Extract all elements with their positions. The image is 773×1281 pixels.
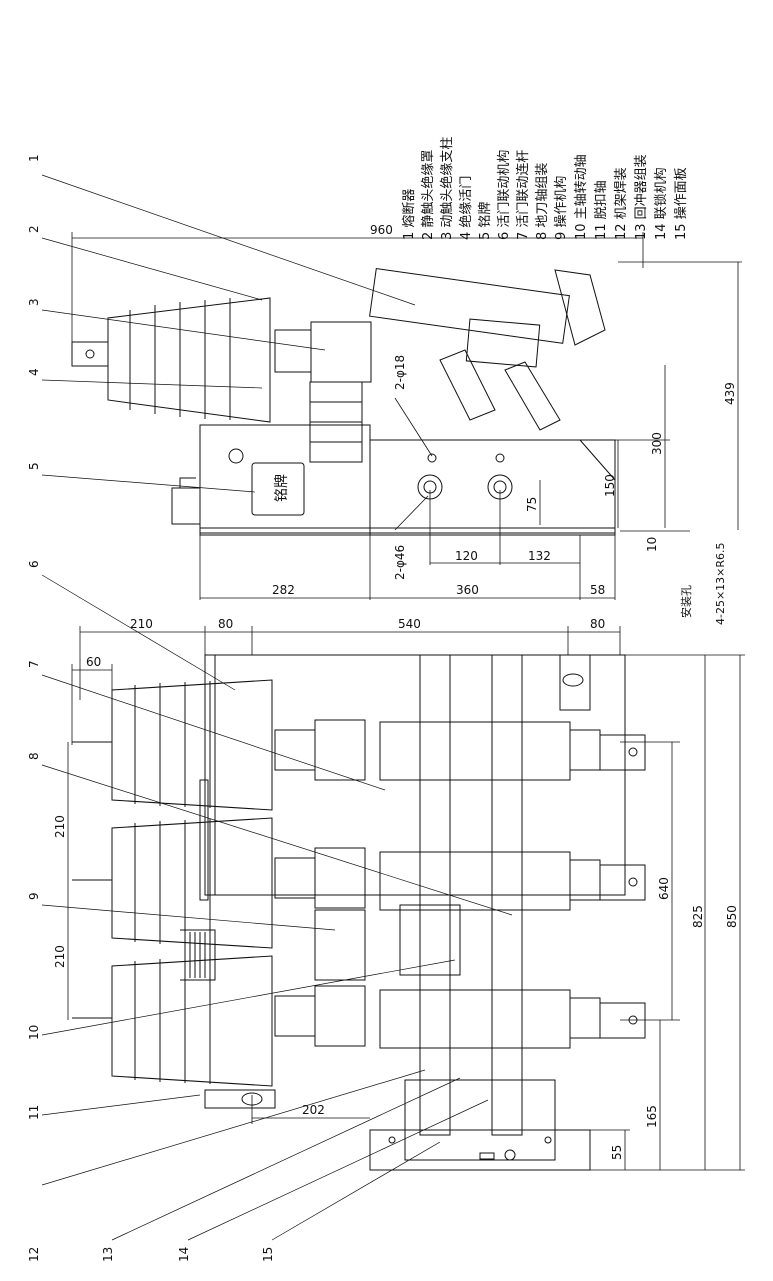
- dim-202: 202: [302, 1103, 325, 1117]
- front-fuse-1: [379, 721, 571, 781]
- dim-210-bot: 210: [53, 945, 67, 968]
- dim-10: 10: [645, 537, 659, 552]
- callout-12: 12: [27, 1247, 41, 1262]
- callout-1: 1: [27, 154, 41, 162]
- dim-132: 132: [528, 549, 551, 563]
- front-dimension-lines: [67, 626, 745, 1171]
- callout-14: 14: [177, 1247, 191, 1262]
- dim-300: 300: [650, 432, 664, 455]
- callout-13: 13: [101, 1247, 115, 1262]
- front-insulator-3: [111, 955, 273, 1087]
- dim-phi18: 2-φ18: [393, 355, 407, 390]
- nameplate-box: [251, 462, 305, 516]
- dim-80-right: 80: [590, 617, 605, 631]
- front-insulator-2: [111, 817, 273, 949]
- dim-540: 540: [398, 617, 421, 631]
- side-fuse-tube: [369, 268, 570, 344]
- dim-282: 282: [272, 583, 295, 597]
- front-fuse-3: [379, 989, 571, 1049]
- dim-210-top: 210: [130, 617, 153, 631]
- dim-150: 150: [603, 474, 617, 497]
- dim-640: 640: [657, 877, 671, 900]
- front-insulator-1: [111, 679, 273, 811]
- callout-5: 5: [27, 462, 41, 470]
- mount-hole-label: 安装孔: [679, 585, 693, 618]
- dim-210-mid: 210: [53, 815, 67, 838]
- callout-leaders: [41, 174, 513, 1241]
- dim-mount-hole: 4-25×13×R6.5: [714, 542, 727, 625]
- side-view: [71, 268, 616, 536]
- dim-850: 850: [725, 905, 739, 928]
- dim-phi46: 2-φ46: [393, 545, 407, 580]
- dim-55: 55: [610, 1145, 624, 1160]
- callout-9: 9: [27, 892, 41, 900]
- callout-6: 6: [27, 560, 41, 568]
- dim-360: 360: [456, 583, 479, 597]
- nameplate-text: 铭牌: [273, 474, 290, 502]
- operation-panel: [369, 1129, 591, 1171]
- side-insulator: [107, 297, 271, 423]
- side-housing: [369, 439, 616, 536]
- callout-11: 11: [27, 1105, 41, 1120]
- callout-4: 4: [27, 368, 41, 376]
- dim-120: 120: [455, 549, 478, 563]
- dim-58: 58: [590, 583, 605, 597]
- callout-2: 2: [27, 225, 41, 233]
- side-dimension-lines: [71, 232, 742, 600]
- dim-165: 165: [645, 1105, 659, 1128]
- callout-7: 7: [27, 660, 41, 668]
- front-fuse-2: [379, 851, 571, 911]
- dim-825: 825: [691, 905, 705, 928]
- dim-439: 439: [723, 382, 737, 405]
- callout-15: 15: [261, 1247, 275, 1262]
- front-view: [72, 654, 646, 1171]
- dim-960: 960: [370, 223, 393, 237]
- front-frame: [204, 654, 626, 896]
- callout-10: 10: [27, 1025, 41, 1040]
- dim-80-left: 80: [218, 617, 233, 631]
- callout-3: 3: [27, 298, 41, 306]
- dim-75: 75: [525, 497, 539, 512]
- dim-60: 60: [86, 655, 101, 669]
- callout-8: 8: [27, 752, 41, 760]
